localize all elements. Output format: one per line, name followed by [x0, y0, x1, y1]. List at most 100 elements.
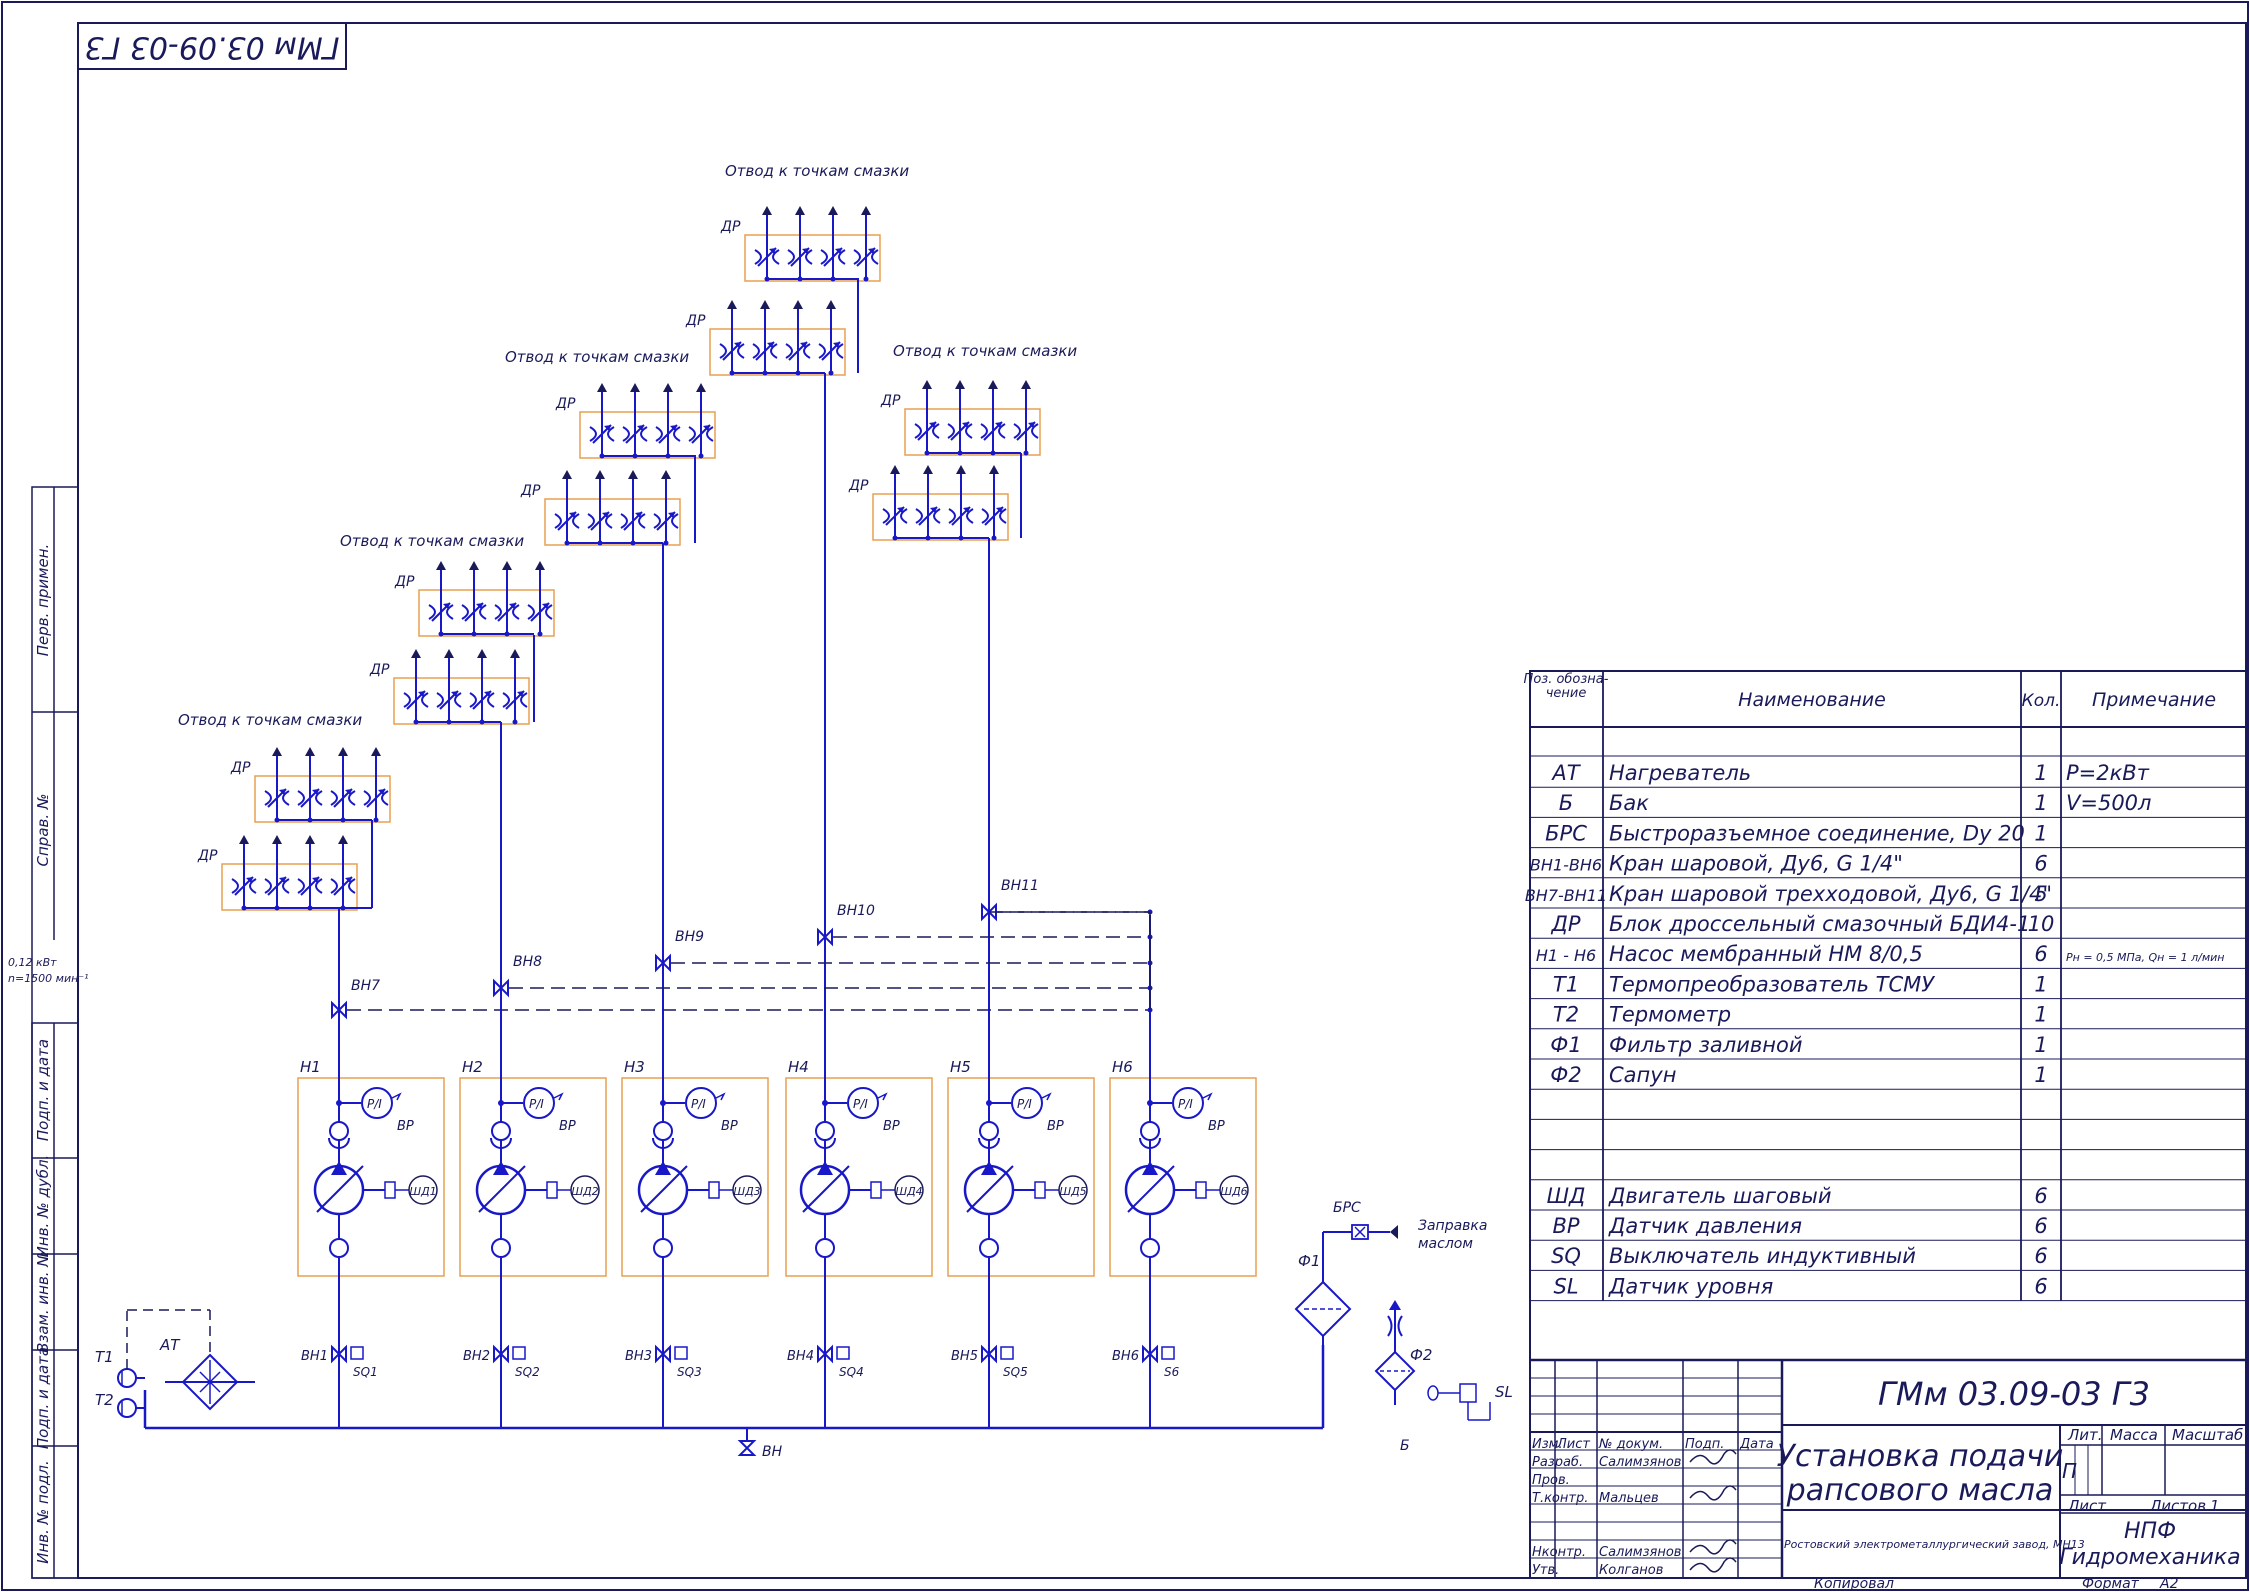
valve-label: ВН10 [837, 903, 875, 919]
throttle-block: ДР [197, 835, 358, 911]
table-cell: ВР [1552, 1214, 1579, 1238]
outlet-arrow-icon [793, 300, 803, 309]
outlet-arrow-icon [890, 465, 900, 474]
table-cell: Быстроразъемное соединение, Dу 20 [1609, 821, 2025, 845]
outlet-arrow-icon [338, 835, 348, 844]
dp-label: ДР [197, 848, 218, 864]
outlet-arrow-icon [502, 561, 512, 570]
throttle-block: ДР [685, 300, 846, 376]
outlet-arrow-icon [661, 470, 671, 479]
check-valve-icon [978, 1137, 1000, 1149]
check-valve-icon [1139, 1137, 1161, 1149]
valve-label: ВН1 [301, 1349, 328, 1364]
branch-caption: Отвод к точкам смазки [340, 532, 524, 550]
t1-label: Т1 [95, 1348, 114, 1366]
title-name: Мальцев [1599, 1491, 1659, 1506]
side-label: Перв. примен. [34, 544, 52, 657]
check-valve-icon [1140, 1121, 1160, 1141]
pressure-sensor-icon [523, 1087, 555, 1119]
pressure-sensor-icon [1011, 1087, 1043, 1119]
dp-label: ДР [720, 219, 741, 235]
sheet-label: Лист [2067, 1497, 2107, 1515]
valve-label: ВН4 [787, 1349, 814, 1364]
stepper-motor-icon [1219, 1175, 1249, 1205]
pump-label: Н4 [788, 1058, 809, 1076]
outlet-arrow-icon [595, 470, 605, 479]
motor-label: ШД1 [409, 1185, 436, 1198]
table-cell: ШД [1547, 1184, 1586, 1208]
pump-label: Н2 [462, 1058, 483, 1076]
motor-note: n=1500 мин⁻¹ [8, 972, 89, 985]
vr-label: ВР [397, 1119, 414, 1134]
table-cell: Сапун [1609, 1063, 1676, 1087]
motor-note: 0,12 кВт [8, 956, 57, 969]
valve-label: ВН8 [513, 954, 542, 970]
outlet-arrow-icon [305, 835, 315, 844]
table-cell: Блок дроссельный смазочный БДИ4-1 [1609, 912, 2030, 936]
outlet-arrow-icon [762, 206, 772, 215]
company-label: НПФ [2124, 1519, 2176, 1544]
check-valve-icon [814, 1137, 836, 1149]
drain-valve-icon [739, 1440, 755, 1456]
sq-label: SQ4 [839, 1365, 864, 1379]
title-col: Лист [1556, 1437, 1590, 1452]
sheets-label: Листов [2149, 1497, 2206, 1515]
pi-label: Р/I [367, 1097, 382, 1111]
outlet-arrow-icon [956, 465, 966, 474]
inductive-switch-icon [512, 1346, 526, 1360]
table-cell: Насос мембранный НМ 8/0,5 [1609, 942, 1923, 966]
title-main: Установка подачи [1777, 1439, 2064, 1474]
throttle-block: ДР [848, 465, 1009, 541]
sq-label: SQ3 [677, 1365, 702, 1379]
outlet-arrow-icon [535, 561, 545, 570]
table-cell: Ф2 [1550, 1063, 1581, 1087]
title-name: Салимзянов [1599, 1455, 1681, 1470]
table-cell: SQ [1551, 1244, 1581, 1268]
outlet-arrow-icon [371, 747, 381, 756]
table-header: Наименование [1738, 689, 1886, 711]
table-cell: Датчик давления [1608, 1214, 1802, 1238]
table-cell: P=2кВт [2066, 761, 2150, 785]
lit-value: П [2062, 1459, 2077, 1483]
dp-label: ДР [880, 393, 901, 409]
check-valve-icon [329, 1121, 349, 1141]
valve-label: ВН7 [351, 978, 380, 994]
motor-label: ШД4 [895, 1185, 922, 1198]
tank-label: Б [1400, 1438, 1410, 1454]
pump-label: Н3 [624, 1058, 645, 1076]
table-header: Поз. обозна- [1524, 672, 1609, 687]
dp-label: ДР [555, 396, 576, 412]
table-cell: 1 [2034, 761, 2047, 785]
stepper-motor-icon [894, 1175, 924, 1205]
outlet-arrow-icon [630, 383, 640, 392]
outlet-arrow-icon [338, 747, 348, 756]
table-cell: 1 [2034, 821, 2047, 845]
outlet-arrow-icon [1021, 380, 1031, 389]
outlet-arrow-icon [861, 206, 871, 215]
dp-label: ДР [685, 313, 706, 329]
title-col: Подп. [1685, 1437, 1724, 1452]
lit-label: Лит. [2067, 1426, 2103, 1444]
thermometer-icon [117, 1398, 137, 1418]
signature-icon [1689, 1557, 1737, 1573]
level-float-icon [1427, 1385, 1439, 1401]
pressure-sensor-icon [361, 1087, 393, 1119]
table-cell: 6 [2034, 1274, 2047, 1298]
throttle-block: ДР [369, 649, 530, 725]
check-valve-icon [329, 1238, 349, 1258]
pi-label: Р/I [691, 1097, 706, 1111]
title-role: Разраб. [1532, 1455, 1583, 1470]
outlet-arrow-icon [828, 206, 838, 215]
stepper-motor-icon [732, 1175, 762, 1205]
motor-label: ШД2 [571, 1185, 598, 1198]
title-main: рапсового масла [1786, 1473, 2054, 1508]
heater-label: АТ [159, 1336, 181, 1354]
check-valve-icon [979, 1121, 999, 1141]
outlet-arrow-icon [562, 470, 572, 479]
title-code: ГМм 03.09-03 Г3 [1878, 1375, 2150, 1413]
table-cell: Датчик уровня [1608, 1274, 1773, 1298]
table-cell: 6 [2034, 1244, 2047, 1268]
